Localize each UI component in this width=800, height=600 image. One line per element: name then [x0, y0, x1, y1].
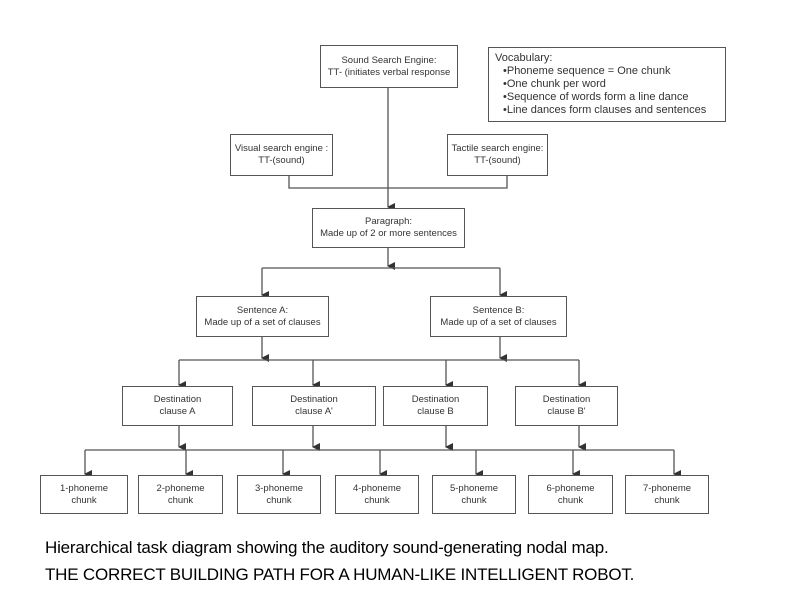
node-subtitle: chunk [364, 494, 390, 506]
chunk-1-node: 1-phoneme chunk [40, 475, 128, 514]
node-subtitle: clause B' [547, 406, 586, 417]
vocabulary-box: Vocabulary: •Phoneme sequence = One chun… [488, 47, 726, 122]
sentence-b-node: Sentence B: Made up of a set of clauses [430, 296, 567, 337]
node-subtitle: chunk [167, 494, 194, 506]
vocabulary-item: •Sequence of words form a line dance [503, 91, 689, 103]
chunk-5-node: 5-phoneme chunk [432, 475, 516, 514]
sound-search-engine-node: Sound Search Engine: TT- (initiates verb… [320, 45, 458, 88]
node-subtitle: chunk [461, 494, 487, 506]
connector-tactile-to-trunk [388, 175, 508, 189]
node-title: Destination [411, 394, 460, 405]
node-title: 6-phoneme [546, 482, 595, 494]
vocabulary-item: •Line dances form clauses and sentences [503, 104, 707, 116]
node-title: 1-phoneme [59, 482, 109, 494]
node-title: Visual search engine : [234, 143, 329, 154]
node-title: Sound Search Engine: [341, 54, 437, 66]
node-subtitle: chunk [71, 494, 97, 506]
caption-line-1: Hierarchical task diagram showing the au… [45, 538, 609, 557]
node-subtitle: clause A' [295, 406, 333, 417]
node-title: Destination [290, 394, 338, 405]
node-subtitle: clause A [159, 406, 196, 417]
node-title: 7-phoneme [642, 482, 692, 494]
tactile-search-engine-node: Tactile search engine: TT-(sound) [447, 134, 548, 176]
node-title: Paragraph: [364, 216, 412, 227]
node-title: Destination [542, 394, 591, 405]
node-subtitle: Made up of a set of clauses [204, 316, 321, 328]
node-subtitle: TT-(sound) [474, 155, 521, 166]
paragraph-node: Paragraph: Made up of 2 or more sentence… [312, 208, 465, 248]
node-subtitle: TT- (initiates verbal response [327, 66, 451, 78]
node-subtitle: clause B [417, 406, 454, 417]
node-subtitle: chunk [266, 494, 292, 506]
sentence-a-node: Sentence A: Made up of a set of clauses [196, 296, 329, 337]
clause-b-node: Destination clause B [383, 386, 488, 426]
node-title: 2-phoneme [156, 482, 205, 494]
node-title: Sentence A: [236, 304, 289, 316]
node-title: Sentence B: [472, 304, 525, 316]
node-title: 5-phoneme [449, 482, 499, 494]
chunk-6-node: 6-phoneme chunk [528, 475, 613, 514]
node-title: Destination [153, 394, 202, 405]
vocabulary-item: •Phoneme sequence = One chunk [503, 65, 671, 77]
visual-search-engine-node: Visual search engine : TT-(sound) [230, 134, 333, 176]
node-subtitle: Made up of 2 or more sentences [320, 228, 457, 239]
node-title: 3-phoneme [254, 482, 304, 494]
connector-visual-to-trunk [288, 175, 388, 189]
node-title: Tactile search engine: [451, 143, 544, 154]
node-subtitle: Made up of a set of clauses [440, 316, 557, 328]
chunk-4-node: 4-phoneme chunk [335, 475, 419, 514]
chunk-7-node: 7-phoneme chunk [625, 475, 709, 514]
clause-b-prime-node: Destination clause B' [515, 386, 618, 426]
chunk-2-node: 2-phoneme chunk [138, 475, 223, 514]
clause-a-prime-node: Destination clause A' [252, 386, 376, 426]
vocabulary-title: Vocabulary: [495, 52, 553, 64]
caption-line-2: THE CORRECT BUILDING PATH FOR A HUMAN-LI… [45, 565, 635, 584]
node-subtitle: chunk [654, 494, 680, 506]
chunk-3-node: 3-phoneme chunk [237, 475, 321, 514]
vocabulary-item: •One chunk per word [503, 78, 606, 90]
node-title: 4-phoneme [352, 482, 402, 494]
node-subtitle: TT-(sound) [258, 155, 305, 166]
clause-a-node: Destination clause A [122, 386, 233, 426]
node-subtitle: chunk [557, 494, 584, 506]
